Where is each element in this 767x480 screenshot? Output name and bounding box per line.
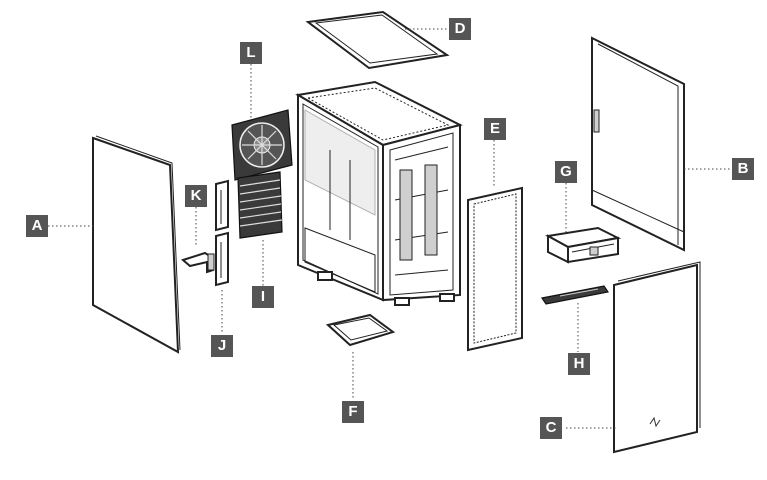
part-k-bracket [180,251,215,274]
callout-i: I [252,286,274,308]
part-l-fan [231,109,293,181]
part-i-radiator [237,171,283,239]
callout-l: L [240,42,262,64]
callout-c: C [540,417,562,439]
part-j-strips [215,179,229,287]
part-g-drive-cage [544,226,622,264]
callout-j: J [211,335,233,357]
part-d-top-panel [305,10,450,70]
part-h-rail [541,285,609,305]
callout-b: B [732,158,754,180]
part-e-front-filter [467,186,523,352]
part-f-bottom-filter [325,313,396,347]
callout-k: K [185,185,207,207]
part-c-glass-panel [613,261,701,454]
part-a-left-panel [92,135,181,354]
callout-f: F [342,401,364,423]
callout-d: D [449,18,471,40]
chassis [295,80,463,306]
callout-e: E [484,118,506,140]
part-b-right-panel [591,36,685,252]
callout-a: A [26,215,48,237]
callout-g: G [555,161,577,183]
callout-h: H [568,353,590,375]
